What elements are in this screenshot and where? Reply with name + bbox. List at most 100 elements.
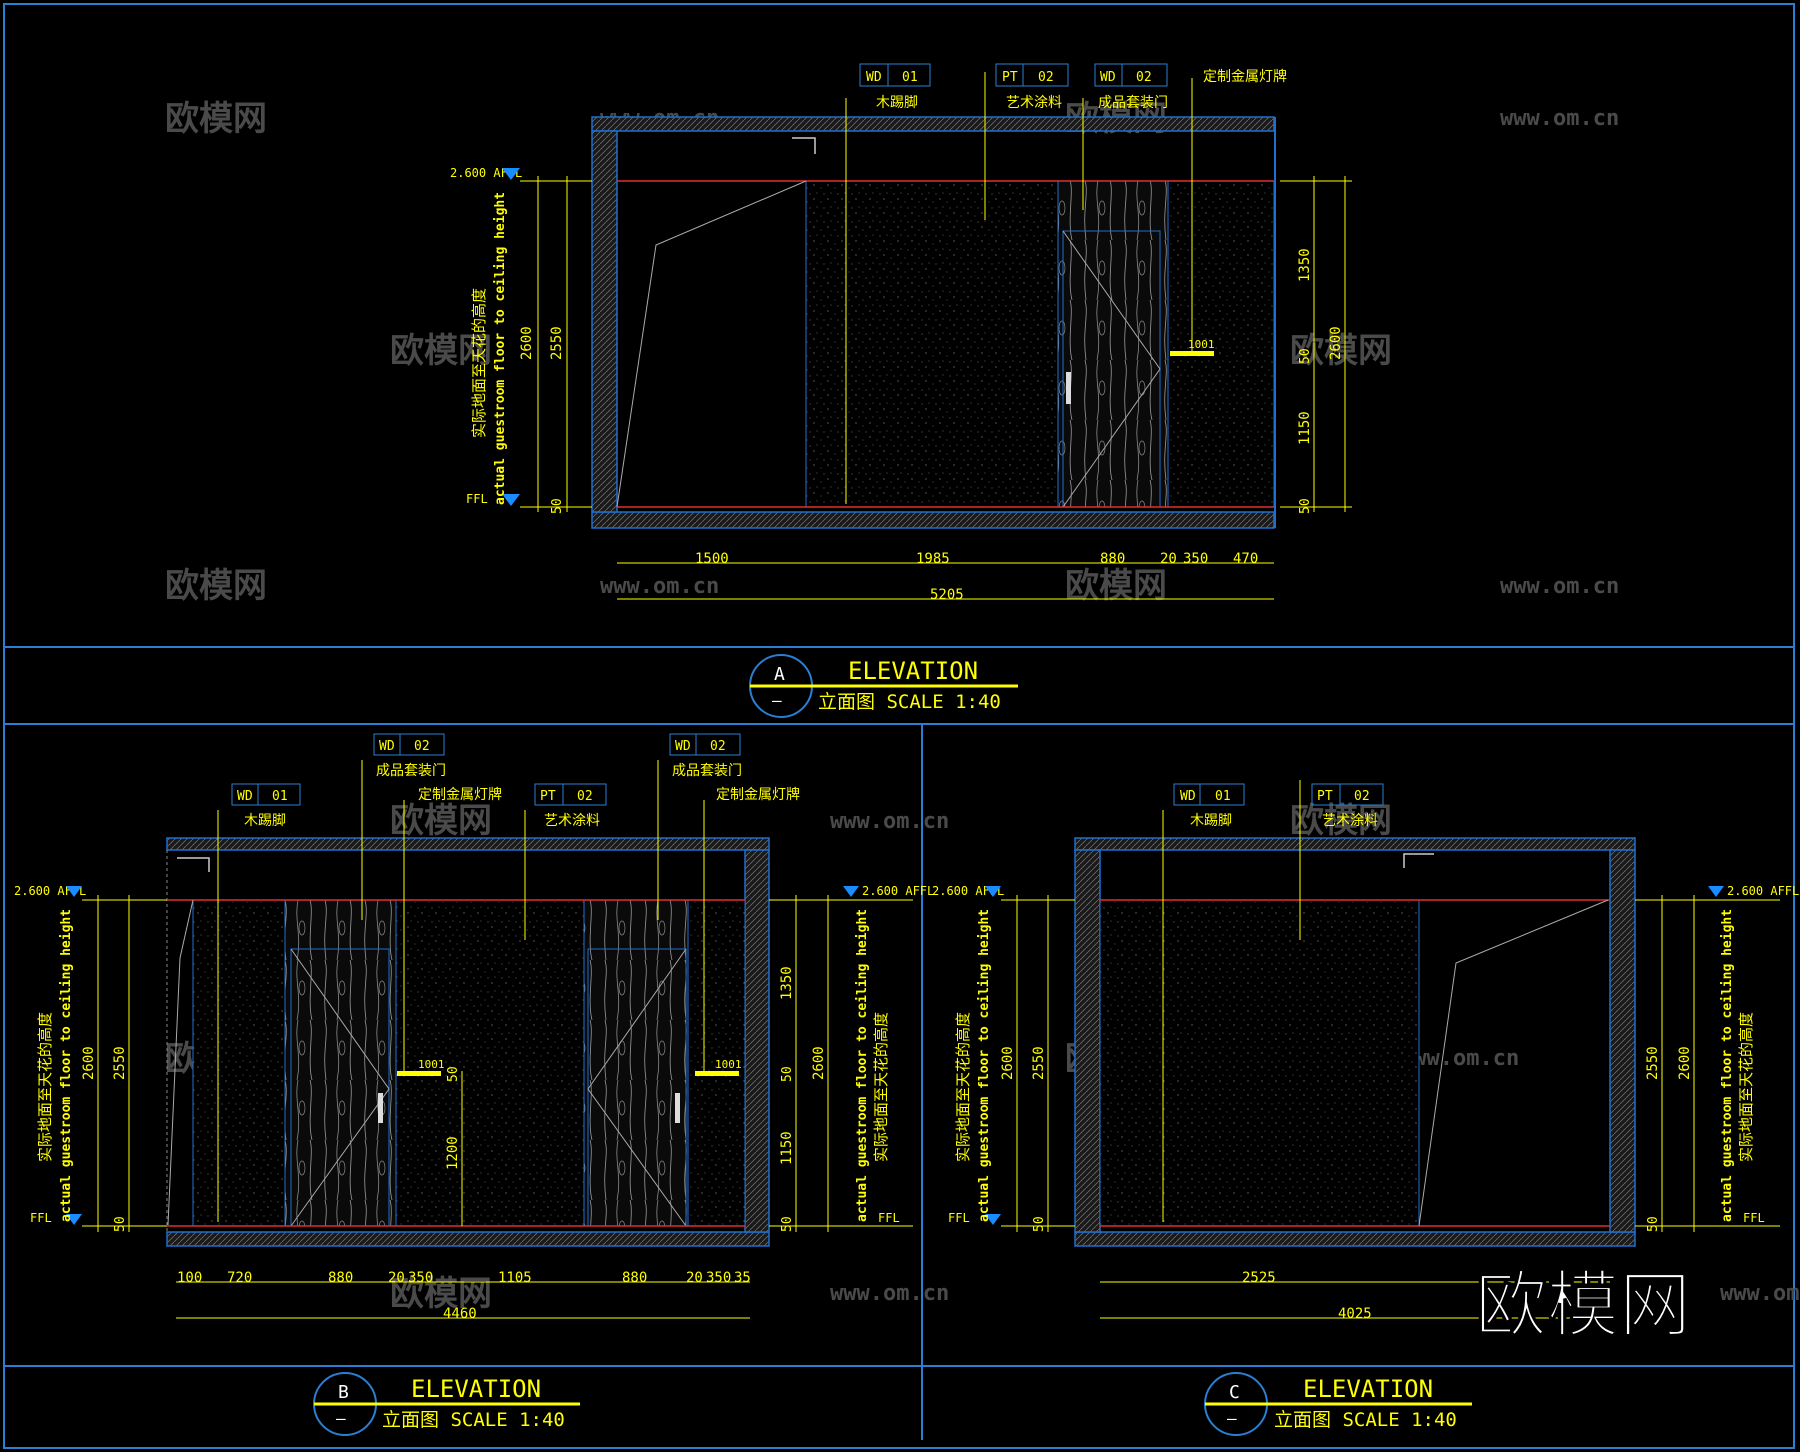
- dim: 2600: [519, 326, 535, 360]
- svg-text:20: 20: [388, 1270, 405, 1286]
- elevation-letter: A: [774, 664, 785, 685]
- svg-text:actual guestroom floor to ceil: actual guestroom floor to ceiling height: [1720, 909, 1735, 1222]
- watermark-text: 欧模网: [390, 331, 492, 371]
- left-wall: [591, 130, 618, 513]
- tag-wd01: WD 01 木踢脚: [231, 783, 301, 829]
- svg-text:FFL: FFL: [948, 1211, 970, 1225]
- svg-text:艺术涂料: 艺术涂料: [1006, 95, 1062, 111]
- level-ffl: FFL: [466, 492, 488, 506]
- svg-text:01: 01: [1215, 789, 1231, 804]
- svg-text:实际地面至天花的高度: 实际地面至天花的高度: [36, 1012, 54, 1162]
- svg-text:WD: WD: [675, 739, 691, 754]
- floor-slab: [591, 511, 1275, 529]
- svg-text:actual guestroom floor to ceil: actual guestroom floor to ceiling height: [59, 909, 74, 1222]
- ceiling-slab: [591, 116, 1275, 132]
- svg-text:50: 50: [780, 1216, 795, 1232]
- elevation-b: 1001 1001 WD 01 木踢脚 WD 02 成品套装门 定制金属灯牌: [14, 733, 934, 1436]
- watermark-text: www.om.cn: [1500, 106, 1619, 131]
- logo-watermark: 欧模网: [1475, 1263, 1691, 1347]
- svg-text:2.600 AFFL: 2.600 AFFL: [1727, 884, 1799, 898]
- metal-sign: [397, 1071, 441, 1076]
- elevation-title: ELEVATION: [848, 657, 978, 685]
- watermark-text: 欧模网: [390, 1274, 492, 1314]
- svg-text:ELEVATION: ELEVATION: [1303, 1375, 1433, 1403]
- svg-text:720: 720: [227, 1270, 252, 1286]
- dim: 880: [1100, 551, 1125, 567]
- elevation-sub: —: [772, 691, 782, 710]
- svg-text:880: 880: [328, 1270, 353, 1286]
- watermark-text: 欧模网: [1290, 331, 1392, 371]
- svg-text:50: 50: [1032, 1216, 1047, 1232]
- svg-text:actual guestroom floor to ceil: actual guestroom floor to ceiling height: [855, 909, 870, 1222]
- watermark-text: www.om.cn: [1500, 574, 1619, 599]
- metal-sign: [695, 1071, 739, 1076]
- svg-text:02: 02: [1136, 70, 1152, 85]
- svg-text:2600: 2600: [1000, 1046, 1016, 1080]
- sign-code: 1001: [1188, 338, 1215, 351]
- metal-sign: [1170, 351, 1214, 356]
- svg-text:PT: PT: [1317, 789, 1333, 804]
- svg-text:ELEVATION: ELEVATION: [411, 1375, 541, 1403]
- svg-text:1001: 1001: [418, 1058, 445, 1071]
- svg-text:02: 02: [710, 739, 726, 754]
- svg-text:2550: 2550: [1031, 1046, 1047, 1080]
- svg-text:50: 50: [780, 1066, 795, 1082]
- svg-text:02: 02: [1354, 789, 1370, 804]
- svg-text:50: 50: [113, 1216, 128, 1232]
- elevation-c: WD 01 木踢脚 PT 02 艺术涂料 2.600 AFFL FFL actu…: [932, 780, 1799, 1436]
- right-wall: [1274, 117, 1276, 528]
- svg-text:01: 01: [902, 70, 918, 85]
- svg-text:02: 02: [414, 739, 430, 754]
- svg-text:实际地面至天花的高度: 实际地面至天花的高度: [872, 1012, 890, 1162]
- svg-text:FFL: FFL: [1743, 1211, 1765, 1225]
- tag-sign: 定制金属灯牌: [716, 786, 800, 803]
- door-frame: [583, 899, 689, 1227]
- watermark-text: 欧模网: [390, 801, 492, 841]
- watermark-text: www.om.cn: [830, 1281, 949, 1306]
- svg-text:1001: 1001: [715, 1058, 742, 1071]
- elevation-caption: 立面图 SCALE 1:40: [818, 691, 1001, 713]
- door-handle: [675, 1093, 680, 1123]
- dim: 1985: [916, 551, 950, 567]
- svg-text:50: 50: [446, 1066, 461, 1082]
- dim: 1500: [695, 551, 729, 567]
- svg-text:成品套装门: 成品套装门: [376, 763, 446, 779]
- svg-text:1105: 1105: [498, 1270, 532, 1286]
- tag-pt02: PT 02 艺术涂料: [995, 63, 1069, 111]
- door-handle: [1066, 372, 1071, 404]
- dim: 50: [550, 498, 565, 514]
- watermark-text: www.om.cn: [1400, 1046, 1519, 1071]
- svg-text:木踢脚: 木踢脚: [876, 95, 918, 111]
- svg-text:实际地面至天花的高度: 实际地面至天花的高度: [954, 1012, 972, 1162]
- title-block-b: B — ELEVATION 立面图 SCALE 1:40: [313, 1372, 580, 1436]
- svg-text:880: 880: [622, 1270, 647, 1286]
- height-label-en: actual guestroom floor to ceiling height: [493, 192, 508, 505]
- level-marker: [502, 494, 520, 506]
- svg-text:PT: PT: [1002, 70, 1018, 85]
- tag-pt02: PT 02 艺术涂料: [1311, 783, 1384, 829]
- dim: 2600: [1328, 326, 1344, 360]
- dim: 2550: [549, 326, 565, 360]
- tag-sign: 定制金属灯牌: [1203, 68, 1287, 85]
- svg-text:1350: 1350: [779, 966, 795, 1000]
- svg-text:实际地面至天花的高度: 实际地面至天花的高度: [1737, 1012, 1755, 1162]
- svg-text:2525: 2525: [1242, 1270, 1276, 1286]
- dim: 1350: [1297, 248, 1313, 282]
- svg-text:WD: WD: [237, 789, 253, 804]
- svg-text:木踢脚: 木踢脚: [1190, 813, 1232, 829]
- watermark-text: 欧模网: [165, 566, 267, 606]
- svg-text:—: —: [1227, 1409, 1237, 1428]
- dim: 20: [1160, 551, 1177, 567]
- svg-text:艺术涂料: 艺术涂料: [544, 813, 600, 829]
- dim: 350: [1183, 551, 1208, 567]
- svg-text:actual guestroom floor to ceil: actual guestroom floor to ceiling height: [977, 909, 992, 1222]
- svg-text:2600: 2600: [1677, 1046, 1693, 1080]
- svg-text:立面图 SCALE 1:40: 立面图 SCALE 1:40: [382, 1409, 565, 1431]
- door-handle: [378, 1093, 383, 1123]
- svg-text:1200: 1200: [445, 1136, 461, 1170]
- watermark-text: 欧模网: [1290, 801, 1392, 841]
- art-paint-wall: [1167, 180, 1275, 508]
- watermark-text: www.om.cn: [830, 809, 949, 834]
- sheet-frame: [3, 3, 1795, 1449]
- svg-text:1150: 1150: [779, 1131, 795, 1165]
